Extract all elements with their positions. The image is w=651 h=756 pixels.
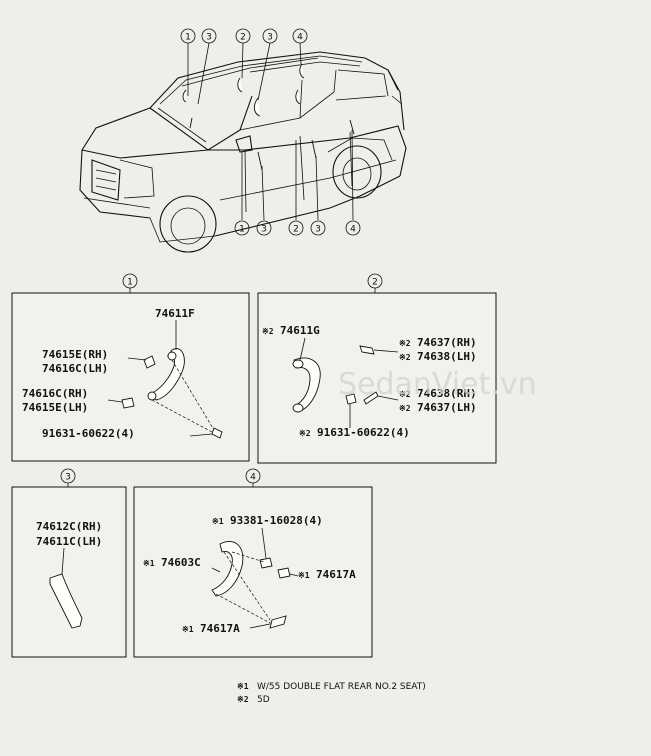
panel-3: 3 74612C(RH) 74611C(LH) <box>11 468 127 658</box>
panel-1-frame <box>11 292 250 462</box>
callouts-top: 1 3 2 3 4 <box>180 28 308 44</box>
part-74637-rh[interactable]: 74637(RH) <box>417 336 477 349</box>
panel-1: 1 74611F 74615E(RH) 74616C(LH) 74616C(RH… <box>11 273 250 462</box>
callout-4-bottom[interactable]: 4 <box>345 220 361 236</box>
panel-1-number: 1 <box>127 278 133 288</box>
svg-text:1: 1 <box>185 33 191 43</box>
callout-3-bottom-a[interactable]: 3 <box>256 220 272 236</box>
part-74615E-rh[interactable]: 74615E(RH) <box>42 348 108 361</box>
part-74617A-b[interactable]: 74617A <box>200 622 240 635</box>
svg-text:1: 1 <box>239 225 245 235</box>
footnote-1-mark: ※1 <box>237 682 249 691</box>
part-74638-lh[interactable]: 74638(LH) <box>417 350 477 363</box>
note-mark-2-74638-lh: ※2 <box>399 353 411 362</box>
callout-2-bottom[interactable]: 2 <box>288 220 304 236</box>
svg-text:3: 3 <box>261 225 267 235</box>
panel-3-number: 3 <box>65 473 71 483</box>
svg-text:3: 3 <box>206 33 212 43</box>
part-91631-60622-5d[interactable]: 91631-60622(4) <box>317 426 410 439</box>
part-74616C-lh[interactable]: 74616C(LH) <box>42 362 108 375</box>
part-74616C-rh[interactable]: 74616C(RH) <box>22 387 88 400</box>
pillar-garnish-drawing <box>49 573 83 629</box>
callout-2-top[interactable]: 2 <box>235 28 251 44</box>
part-74617A-a[interactable]: 74617A <box>316 568 356 581</box>
footnote-2-text: 5D <box>257 695 270 705</box>
part-74638-rh[interactable]: 74638(RH) <box>417 387 477 400</box>
callout-3-bottom-b[interactable]: 3 <box>310 220 326 236</box>
callout-4-top[interactable]: 4 <box>292 28 308 44</box>
part-74615E-lh[interactable]: 74615E(LH) <box>22 401 88 414</box>
callouts-bottom: 1 3 2 3 4 <box>234 220 361 236</box>
note-mark-2-74637-lh: ※2 <box>399 404 411 413</box>
panel-3-frame <box>11 486 127 658</box>
svg-text:2: 2 <box>293 225 299 235</box>
panel-2: 2 ※2 74611G ※2 74637(RH) ※2 74638(LH) ※2… <box>257 273 497 464</box>
note-mark-2-74637-rh: ※2 <box>399 339 411 348</box>
assist-grip-rear-drawing <box>211 541 244 597</box>
svg-text:3: 3 <box>267 33 273 43</box>
vehicle-illustration <box>79 42 407 253</box>
part-74611G[interactable]: 74611G <box>280 324 320 337</box>
panel-2-frame <box>257 292 497 464</box>
part-74637-lh[interactable]: 74637(LH) <box>417 401 477 414</box>
svg-text:3: 3 <box>315 225 321 235</box>
svg-text:4: 4 <box>297 33 303 43</box>
note-mark-1-74617A-a: ※1 <box>298 571 310 580</box>
note-mark-2-74638-rh: ※2 <box>399 390 411 399</box>
callout-1-bottom[interactable]: 1 <box>234 220 250 236</box>
watermark: SedanViet.vn <box>338 367 537 402</box>
panel-4-frame <box>133 486 373 658</box>
part-74611F[interactable]: 74611F <box>155 307 195 320</box>
note-mark-1-74603C: ※1 <box>143 559 155 568</box>
footnote-1-text: W/55 DOUBLE FLAT REAR NO.2 SEAT) <box>257 682 426 692</box>
footnote-2-mark: ※2 <box>237 695 249 704</box>
callout-3-top-a[interactable]: 3 <box>201 28 217 44</box>
part-93381-16028[interactable]: 93381-16028(4) <box>230 514 323 527</box>
note-mark-1-74617A-b: ※1 <box>182 625 194 634</box>
part-74603C[interactable]: 74603C <box>161 556 201 569</box>
callout-1-top[interactable]: 1 <box>180 28 196 44</box>
svg-text:2: 2 <box>240 33 246 43</box>
callout-3-top-b[interactable]: 3 <box>262 28 278 44</box>
panel-4-number: 4 <box>250 473 256 483</box>
part-91631-60622[interactable]: 91631-60622(4) <box>42 427 135 440</box>
panel-2-number: 2 <box>372 278 378 288</box>
part-74612C-rh[interactable]: 74612C(RH) <box>36 520 102 533</box>
svg-text:4: 4 <box>350 225 356 235</box>
note-mark-2-74611G: ※2 <box>262 327 274 336</box>
footnotes: ※1 W/55 DOUBLE FLAT REAR NO.2 SEAT) ※2 5… <box>237 682 426 705</box>
part-74611C-lh[interactable]: 74611C(LH) <box>36 535 102 548</box>
panel-4: 4 ※1 93381-16028(4) ※1 74603C ※1 74617A … <box>133 468 373 658</box>
note-mark-2-91631: ※2 <box>299 429 311 438</box>
note-mark-1-93381: ※1 <box>212 517 224 526</box>
